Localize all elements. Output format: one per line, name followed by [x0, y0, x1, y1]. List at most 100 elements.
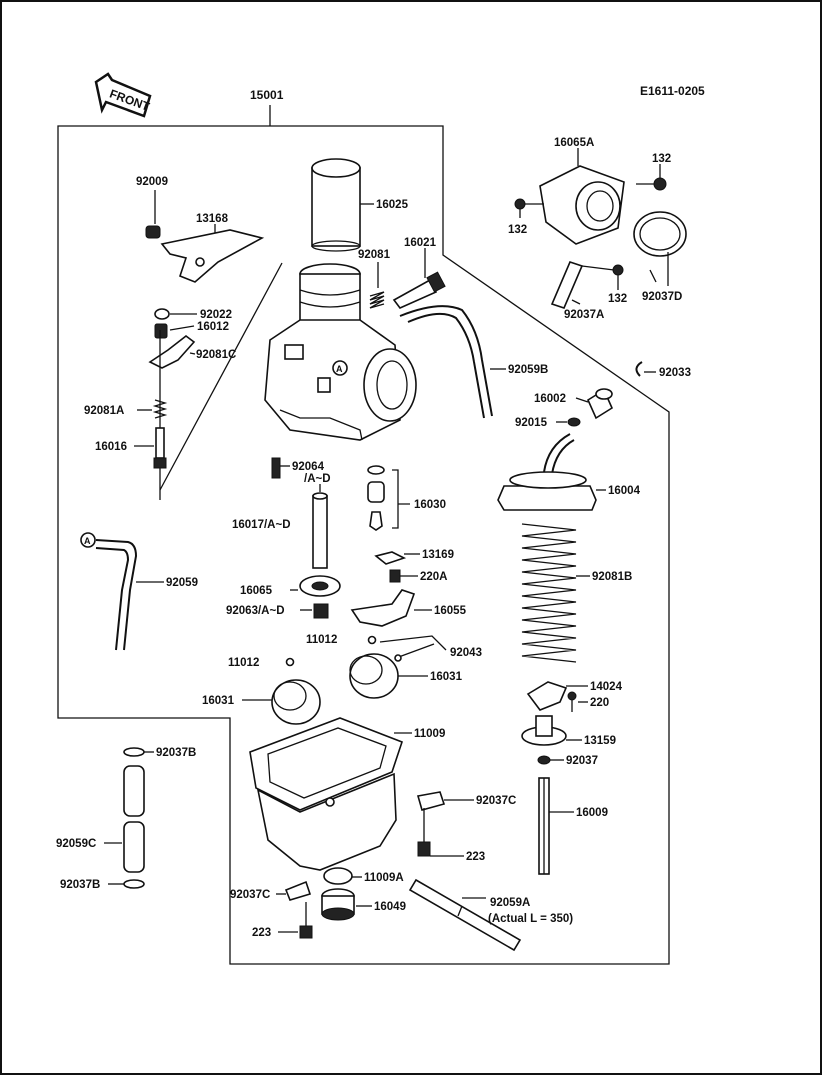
part-label-16031-left: 16031	[202, 695, 235, 707]
pin-92043	[379, 635, 447, 662]
screw-220	[567, 691, 588, 712]
float-16031-right	[349, 653, 428, 699]
clip-14024	[526, 681, 588, 711]
part-label-223-right: 223	[466, 851, 485, 863]
needle-jet-16017	[312, 484, 328, 569]
part-label-92081B: 92081B	[592, 571, 632, 583]
part-label-92037C-right: 92037C	[476, 795, 516, 807]
callout-a-hose: A	[84, 536, 91, 546]
gasket-11009A	[323, 867, 362, 885]
part-label-92064: 92064	[292, 461, 325, 473]
bracket-92081C	[148, 334, 196, 369]
clamp-92037A	[550, 261, 624, 309]
bolt-92009	[145, 190, 161, 239]
part-label-92059C: 92059C	[56, 838, 96, 850]
hose-92059B	[399, 305, 506, 419]
front-arrow-icon: FRONT	[94, 72, 152, 118]
part-label-16021: 16021	[404, 237, 437, 249]
assembly-boundary	[57, 105, 670, 965]
part-label-220: 220	[590, 697, 609, 709]
part-label-92043: 92043	[450, 647, 482, 659]
screw-16012	[154, 323, 195, 339]
part-label-11009A: 11009A	[364, 872, 404, 884]
bracket-13168	[160, 224, 265, 283]
part-label-16030: 16030	[414, 499, 446, 511]
plate-16055	[350, 589, 432, 627]
washer-92037	[537, 755, 551, 765]
part-label-92022: 92022	[200, 309, 232, 321]
hose-92059C	[104, 747, 154, 889]
part-label-92033: 92033	[659, 367, 691, 379]
spring-92081A	[137, 399, 168, 419]
plug-16049	[321, 888, 372, 921]
screw-223-right	[417, 808, 464, 857]
washer-92015	[567, 417, 581, 427]
assembly-number: 15001	[250, 88, 284, 102]
part-label-92037B-top: 92037B	[156, 747, 196, 759]
part-label-92037B-bottom: 92037B	[60, 879, 100, 891]
part-label-92009: 92009	[136, 176, 168, 188]
pin-11012-right	[367, 635, 377, 645]
part-label-16004: 16004	[608, 485, 641, 497]
spring-92081	[369, 262, 385, 309]
part-label-11012-left: 11012	[228, 657, 259, 669]
part-label-16049: 16049	[374, 901, 406, 913]
part-label-132-top: 132	[652, 153, 671, 165]
part-note-92059A: (Actual L = 350)	[488, 913, 573, 925]
clamp-92037D	[633, 211, 687, 286]
part-label-92037C-left: 92037C	[230, 889, 270, 901]
part-label-92015: 92015	[515, 417, 548, 429]
cap-16004	[497, 433, 606, 511]
fitting-16002	[575, 388, 614, 420]
bracket-92037C-right	[416, 791, 474, 811]
part-label-92081A: 92081A	[84, 405, 124, 417]
clip-13169	[374, 551, 420, 565]
part-label-220A: 220A	[420, 571, 448, 583]
part-label-11009: 11009	[414, 728, 445, 740]
part-label-92064-sub: /A~D	[304, 473, 331, 485]
part-label-16065A: 16065A	[554, 137, 594, 149]
part-label-92037A: 92037A	[564, 309, 604, 321]
part-label-16055: 16055	[434, 605, 467, 617]
jet-92063	[300, 603, 329, 619]
bracket-92037C-left	[276, 880, 312, 901]
screw-132-top	[636, 164, 667, 191]
screw-132-left	[514, 198, 544, 218]
diagram-code: E1611-0205	[640, 84, 705, 98]
part-label-92081C: 92081C	[196, 349, 236, 361]
needle-16009	[538, 777, 574, 875]
part-label-13169: 13169	[422, 549, 454, 561]
part-label-14024: 14024	[590, 681, 623, 693]
callout-a-body: A	[336, 364, 343, 374]
part-label-16031-right: 16031	[430, 671, 463, 683]
part-label-11012-right: 11012	[306, 634, 337, 646]
part-label-132-left: 132	[508, 224, 527, 236]
hose-92059: A	[80, 532, 164, 651]
screw-16021	[392, 248, 446, 309]
part-label-16016: 16016	[95, 441, 127, 453]
part-label-16065: 16065	[240, 585, 273, 597]
jet-holder-16065	[290, 575, 341, 597]
leader-line-bracket	[159, 262, 283, 491]
part-label-132-lower: 132	[608, 293, 627, 305]
screw-220A	[389, 569, 418, 583]
part-label-13159: 13159	[584, 735, 616, 747]
washer-92022	[154, 308, 170, 320]
part-label-92059: 92059	[166, 577, 198, 589]
holder-13159	[521, 715, 582, 746]
cap-16025	[311, 158, 374, 252]
part-label-92059A: 92059A	[490, 897, 530, 909]
part-label-16009: 16009	[576, 807, 608, 819]
intake-16065A	[539, 148, 625, 245]
part-label-16017: 16017/A~D	[232, 519, 291, 531]
part-label-92081: 92081	[358, 249, 391, 261]
part-label-223-left: 223	[252, 927, 271, 939]
part-label-92037: 92037	[566, 755, 598, 767]
part-label-16002: 16002	[534, 393, 566, 405]
part-label-16012: 16012	[197, 321, 229, 333]
float-bowl-11009	[249, 717, 412, 871]
part-label-92037D: 92037D	[642, 291, 682, 303]
part-label-13168: 13168	[196, 213, 229, 225]
